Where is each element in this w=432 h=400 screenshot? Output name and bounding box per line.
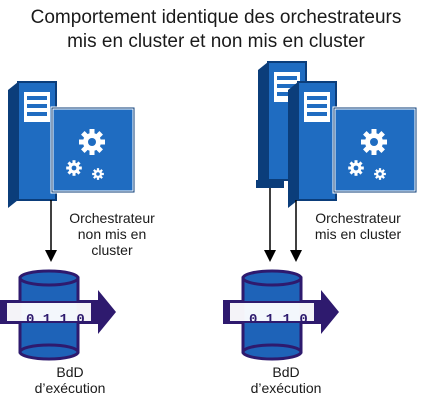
right-cluster-bar	[256, 180, 284, 188]
title-line-2: mis en cluster et non mis en cluster	[67, 31, 365, 52]
left-database-label: BdD d’exécution	[34, 364, 106, 396]
right-db-digits: 0 1 1 0	[249, 312, 308, 328]
title-line-1: Comportement identique des orchestrateur…	[30, 7, 402, 28]
left-db-digits: 0 1 1 0	[26, 312, 85, 328]
left-orchestrator-label: Orchestrateur non mis en cluster	[69, 210, 155, 258]
diagram-title: Comportement identique des orchestrateur…	[0, 6, 432, 54]
right-orchestrator-label: Orchestrateur mis en cluster	[314, 210, 402, 242]
right-orchestrator-server-icon-front	[287, 81, 416, 209]
left-orchestrator-server-icon	[7, 81, 134, 209]
right-database-label: BdD d’exécution	[250, 364, 322, 396]
